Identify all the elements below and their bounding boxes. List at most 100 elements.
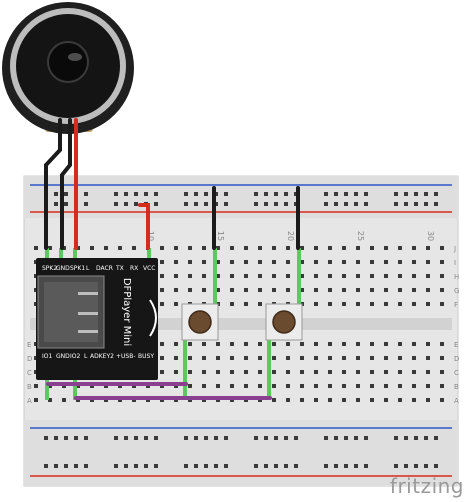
- rail-hole: [354, 436, 358, 440]
- row-letter-label: E: [27, 341, 31, 349]
- breadboard-hole: [384, 384, 388, 388]
- rail-hole: [284, 464, 288, 468]
- breadboard-hole: [398, 302, 402, 306]
- breadboard-hole: [398, 246, 402, 250]
- breadboard-hole: [286, 288, 290, 292]
- rail-hole: [144, 436, 148, 440]
- rail-hole: [64, 202, 68, 206]
- breadboard-hole: [258, 384, 262, 388]
- rail-hole: [64, 464, 68, 468]
- rail-hole: [364, 192, 368, 196]
- breadboard-hole: [188, 384, 192, 388]
- breadboard-hole: [398, 342, 402, 346]
- rail-hole: [414, 202, 418, 206]
- breadboard-hole: [34, 384, 38, 388]
- rail-hole: [124, 436, 128, 440]
- rail-hole: [354, 192, 358, 196]
- rail-hole: [274, 192, 278, 196]
- rail-hole: [144, 464, 148, 468]
- rail-hole: [274, 464, 278, 468]
- rail-hole: [214, 464, 218, 468]
- breadboard-hole: [440, 398, 444, 402]
- rail-hole: [204, 202, 208, 206]
- sd-card-contact: [78, 330, 98, 333]
- breadboard-hole: [174, 274, 178, 278]
- rail-hole: [394, 464, 398, 468]
- rail-hole: [424, 464, 428, 468]
- module-pin-label: GND: [56, 353, 70, 360]
- breadboard-hole: [258, 246, 262, 250]
- rail-hole: [204, 464, 208, 468]
- breadboard-hole: [356, 260, 360, 264]
- breadboard-hole: [244, 302, 248, 306]
- module-pin-label: L: [84, 353, 88, 360]
- breadboard-hole: [272, 398, 276, 402]
- module-pin-label: RX: [130, 265, 138, 272]
- module-pin-label: BUSY: [138, 353, 154, 360]
- breadboard-hole: [328, 288, 332, 292]
- breadboard-hole: [398, 398, 402, 402]
- speaker-wire-black-1: [44, 118, 62, 250]
- breadboard-hole: [34, 246, 38, 250]
- rail-hole: [344, 202, 348, 206]
- breadboard-hole: [188, 342, 192, 346]
- push-button-2: [265, 303, 303, 341]
- column-number-label: 25: [356, 231, 365, 241]
- breadboard-hole: [216, 370, 220, 374]
- rail-hole: [284, 202, 288, 206]
- breadboard-hole: [370, 398, 374, 402]
- rail-hole: [394, 436, 398, 440]
- row-letter-label: A: [27, 397, 32, 405]
- breadboard-hole: [160, 356, 164, 360]
- breadboard-hole: [48, 398, 52, 402]
- breadboard-hole: [440, 260, 444, 264]
- rail-hole: [194, 202, 198, 206]
- sd-card-contact: [78, 312, 98, 315]
- rail-hole: [84, 192, 88, 196]
- breadboard-hole: [230, 370, 234, 374]
- breadboard-hole: [356, 370, 360, 374]
- breadboard-hole: [300, 260, 304, 264]
- breadboard-hole: [188, 356, 192, 360]
- breadboard-hole: [230, 342, 234, 346]
- row-letter-label: C: [27, 369, 32, 377]
- breadboard-hole: [216, 384, 220, 388]
- rail-hole: [264, 464, 268, 468]
- rail-hole: [274, 202, 278, 206]
- rail-hole: [44, 464, 48, 468]
- connector-col: [297, 248, 301, 308]
- breadboard-hole: [202, 260, 206, 264]
- rail-hole: [194, 192, 198, 196]
- breadboard-hole: [384, 246, 388, 250]
- breadboard-hole: [412, 398, 416, 402]
- breadboard-hole: [286, 398, 290, 402]
- breadboard-hole: [244, 274, 248, 278]
- breadboard-hole: [286, 274, 290, 278]
- breadboard-hole: [202, 274, 206, 278]
- row-letter-label: B: [454, 383, 459, 391]
- breadboard-hole: [356, 246, 360, 250]
- breadboard-hole: [174, 288, 178, 292]
- rail-hole: [204, 436, 208, 440]
- breadboard-hole: [342, 260, 346, 264]
- breadboard-hole: [62, 398, 66, 402]
- breadboard-hole: [370, 246, 374, 250]
- breadboard-hole: [230, 288, 234, 292]
- breadboard-hole: [286, 356, 290, 360]
- speaker-dust-cap: [47, 41, 89, 83]
- rail-hole: [254, 464, 258, 468]
- column-number-label: 15: [216, 231, 225, 241]
- breadboard-hole: [440, 246, 444, 250]
- breadboard-hole: [370, 302, 374, 306]
- breadboard-hole: [328, 302, 332, 306]
- rail-hole: [334, 202, 338, 206]
- module-name-label: DFPlayer Mini: [121, 278, 132, 346]
- rail-hole: [434, 192, 438, 196]
- breadboard-hole: [384, 260, 388, 264]
- rail-hole: [284, 192, 288, 196]
- breadboard-hole: [342, 342, 346, 346]
- rail-hole: [194, 464, 198, 468]
- breadboard-hole: [342, 384, 346, 388]
- rail-hole: [424, 436, 428, 440]
- breadboard-hole: [328, 384, 332, 388]
